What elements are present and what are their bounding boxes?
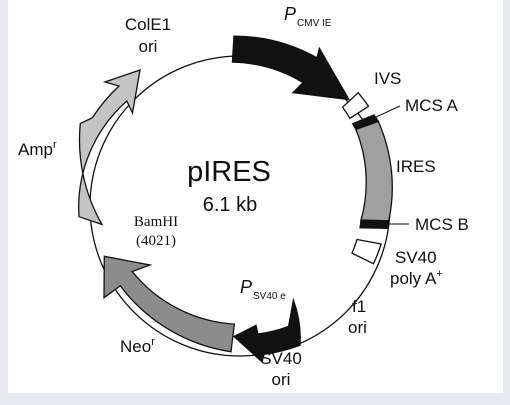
sv40-ori-label-line1: SV40	[260, 349, 302, 368]
mcs-b-label: MCS B	[415, 215, 469, 234]
ivs-label: IVS	[374, 69, 401, 88]
f1-label-line2: ori	[348, 318, 367, 337]
sv40-polya-label-line1: SV40	[395, 248, 437, 267]
mcs-a-label: MCS A	[405, 96, 459, 115]
mcs-b-band	[359, 219, 390, 229]
plasmid-name: pIRES	[187, 156, 271, 188]
mcs-a-leader-line	[375, 105, 401, 118]
sv40-promoter-label: PSV40 e	[240, 277, 286, 302]
cmv-promoter-arrow	[231, 35, 351, 101]
neo-label: Neor	[120, 336, 155, 356]
ires-label: IRES	[396, 157, 436, 176]
sv40-polya-segment	[351, 238, 382, 265]
cmv-promoter-label: PCMV IE	[284, 4, 332, 29]
sv40-promoter-arrow	[232, 297, 301, 363]
cole1-label-line2: ori	[139, 37, 158, 56]
ivs-segment	[341, 91, 370, 120]
sv40-polya-label-line2: poly A+	[390, 268, 443, 288]
bamhi-site-label-line2: (4021)	[136, 233, 176, 249]
sv40-ori-label-line2: ori	[272, 370, 291, 389]
bamhi-site-label-line1: BamHI	[134, 214, 178, 230]
mcs-a-band	[351, 114, 380, 131]
amp-label: Ampr	[18, 139, 57, 159]
neo-resistance-arrow	[103, 255, 236, 353]
amp-resistance-arrow	[78, 69, 141, 226]
plasmid-size: 6.1 kb	[203, 194, 257, 216]
cole1-label-line1: ColE1	[125, 15, 171, 34]
f1-label-line1: f1	[352, 297, 366, 316]
